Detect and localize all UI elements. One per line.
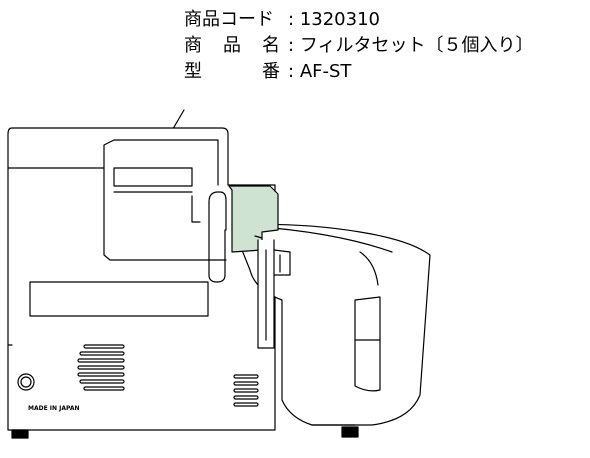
main-body bbox=[7, 127, 276, 431]
foot-left bbox=[11, 429, 29, 439]
stem-clip bbox=[273, 249, 291, 276]
product-name-value: フィルタセット〔５個入り〕 bbox=[299, 35, 534, 56]
product-name-row: 商 品 名 : フィルタセット〔５個入り〕 bbox=[184, 34, 533, 58]
product-spec-block: 商品コード: 1320310 商 品 名 : フィルタセット〔５個入り〕 型 番… bbox=[184, 8, 584, 88]
foot-right bbox=[341, 426, 359, 438]
front-panel-window bbox=[29, 281, 209, 317]
top-slot bbox=[113, 167, 193, 187]
cup-inner-wall bbox=[359, 251, 379, 286]
product-code-label: 商品コード bbox=[184, 9, 274, 30]
tube bbox=[208, 201, 226, 283]
filter-holder bbox=[228, 185, 279, 253]
model-number-value: AF-ST bbox=[299, 61, 352, 82]
name-label-char: 品 bbox=[223, 35, 241, 56]
name-label-char: 商 bbox=[184, 35, 202, 56]
power-knob bbox=[17, 373, 35, 391]
slot-edge bbox=[191, 195, 201, 223]
model-label-char: 型 bbox=[184, 61, 202, 82]
separator: : bbox=[288, 61, 295, 82]
separator: : bbox=[288, 9, 295, 30]
separator: : bbox=[288, 35, 295, 56]
made-in-label: MADE IN JAPAN bbox=[28, 405, 80, 412]
product-code-row: 商品コード: 1320310 bbox=[184, 8, 380, 32]
power-knob-inner bbox=[20, 376, 32, 388]
filter-holder-edge bbox=[254, 235, 263, 239]
tube-top bbox=[208, 191, 227, 231]
handle-recess bbox=[103, 139, 219, 186]
cup-window bbox=[354, 296, 381, 392]
product-code-value: 1320310 bbox=[299, 9, 380, 30]
vent-grille-right bbox=[233, 374, 259, 407]
model-number-row: 型 番 : AF-ST bbox=[184, 60, 351, 84]
vent-grille-left bbox=[77, 344, 125, 391]
model-number-label: 型 番 bbox=[184, 60, 280, 84]
model-label-char: 番 bbox=[262, 61, 280, 82]
handle-recess-lower bbox=[103, 167, 227, 261]
product-name-label: 商 品 名 bbox=[184, 34, 280, 58]
name-label-char: 名 bbox=[262, 35, 280, 56]
